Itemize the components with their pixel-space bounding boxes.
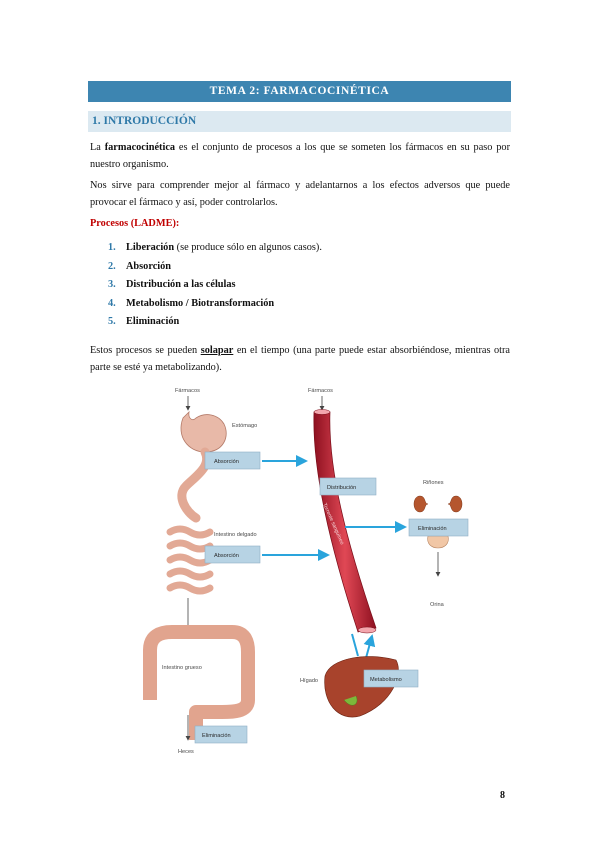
eliminacion-1-box	[194, 725, 248, 744]
liver-exchange-arrows	[351, 634, 372, 659]
farmacos-left-label: Fármacos	[175, 388, 200, 394]
heces-label: Heces	[178, 749, 194, 755]
small-intestine-shape	[166, 525, 214, 595]
distribucion-box	[319, 477, 377, 496]
page-number: 8	[500, 790, 505, 801]
estomago-label: Estómago	[232, 423, 257, 429]
section-heading: 1. INTRODUCCIÓN	[88, 111, 511, 132]
gallbladder-shape	[343, 695, 358, 706]
vessel-bottom-opening	[357, 626, 377, 634]
process-item: 3.Distribución a las células	[108, 279, 236, 290]
overlap-keyword: solapar	[200, 345, 234, 356]
chapter-title: TEMA 2: FARMACOCINÉTICA	[88, 81, 511, 102]
processes-list: 1.Liberación (se produce sólo en algunos…	[108, 239, 322, 332]
higado-label: Hígado	[300, 678, 318, 684]
purpose-paragraph: Nos sirve para comprender mejor al fárma…	[90, 180, 510, 208]
process-item: 1.Liberación (se produce sólo en algunos…	[108, 242, 322, 253]
overlap-paragraph: Estos procesos se pueden solapar en el t…	[90, 345, 510, 373]
eliminacion-1-label: Eliminación	[202, 733, 231, 739]
right-kidney-shape	[447, 495, 463, 513]
metabolismo-box	[363, 669, 419, 688]
process-item: 5.Eliminación	[108, 316, 180, 327]
large-intestine-shape	[143, 625, 255, 740]
metabolismo-label: Metabolismo	[370, 677, 402, 683]
processes-heading: Procesos (LADME):	[90, 218, 180, 229]
vessel-top-opening	[313, 409, 331, 415]
orina-label: Orina	[430, 602, 445, 608]
intro-term: farmacocinética	[104, 142, 176, 153]
absorcion-1-label: Absorción	[214, 459, 239, 465]
rinones-label: Riñones	[423, 480, 444, 486]
process-item: 2.Absorción	[108, 260, 172, 272]
eliminacion-2-box	[408, 518, 469, 537]
intestino-grueso-label: Intestino grueso	[162, 665, 202, 671]
absorcion-1-box	[204, 451, 261, 470]
intro-rest: es el conjunto de procesos a los que se …	[90, 142, 510, 170]
farmacos-right-label: Fármacos	[308, 388, 333, 394]
intro-paragraph: La farmacocinética es el conjunto de pro…	[90, 139, 510, 173]
absorcion-2-box	[204, 545, 261, 564]
bladder-shape	[427, 535, 449, 549]
eliminacion-2-label: Eliminación	[418, 526, 447, 532]
duodenum-shape	[177, 447, 212, 523]
intro-prefix: La	[90, 142, 105, 153]
blood-vessel-shape	[313, 411, 377, 633]
intestino-delgado-label: Intestino delgado	[214, 532, 257, 538]
stomach-shape	[180, 410, 227, 453]
left-kidney-shape	[413, 495, 429, 513]
process-item: 4.Metabolismo / Biotransformación	[108, 297, 275, 309]
absorcion-2-label: Absorción	[214, 553, 239, 559]
distribucion-label: Distribución	[327, 485, 356, 491]
